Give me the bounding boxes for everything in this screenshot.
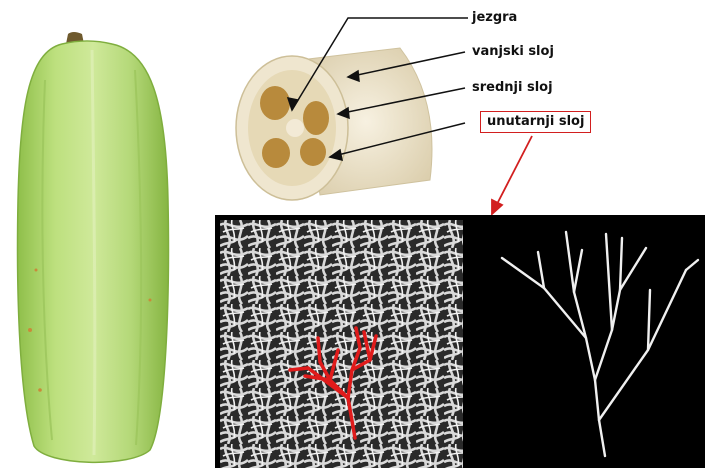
label-middle-layer: srednji sloj — [472, 80, 553, 96]
label-core: jezgra — [472, 10, 517, 26]
label-inner-layer: unutarnji sloj — [480, 111, 591, 133]
fiber-micrograph — [220, 220, 463, 468]
branch-skeleton-icon — [478, 220, 705, 468]
luffa-fruit-icon — [18, 32, 169, 462]
fiber-network-icon — [220, 220, 463, 468]
label-outer-layer: vanjski sloj — [472, 44, 554, 60]
luffa-sponge-icon — [236, 48, 432, 200]
red-pointer-arrow — [492, 136, 532, 214]
